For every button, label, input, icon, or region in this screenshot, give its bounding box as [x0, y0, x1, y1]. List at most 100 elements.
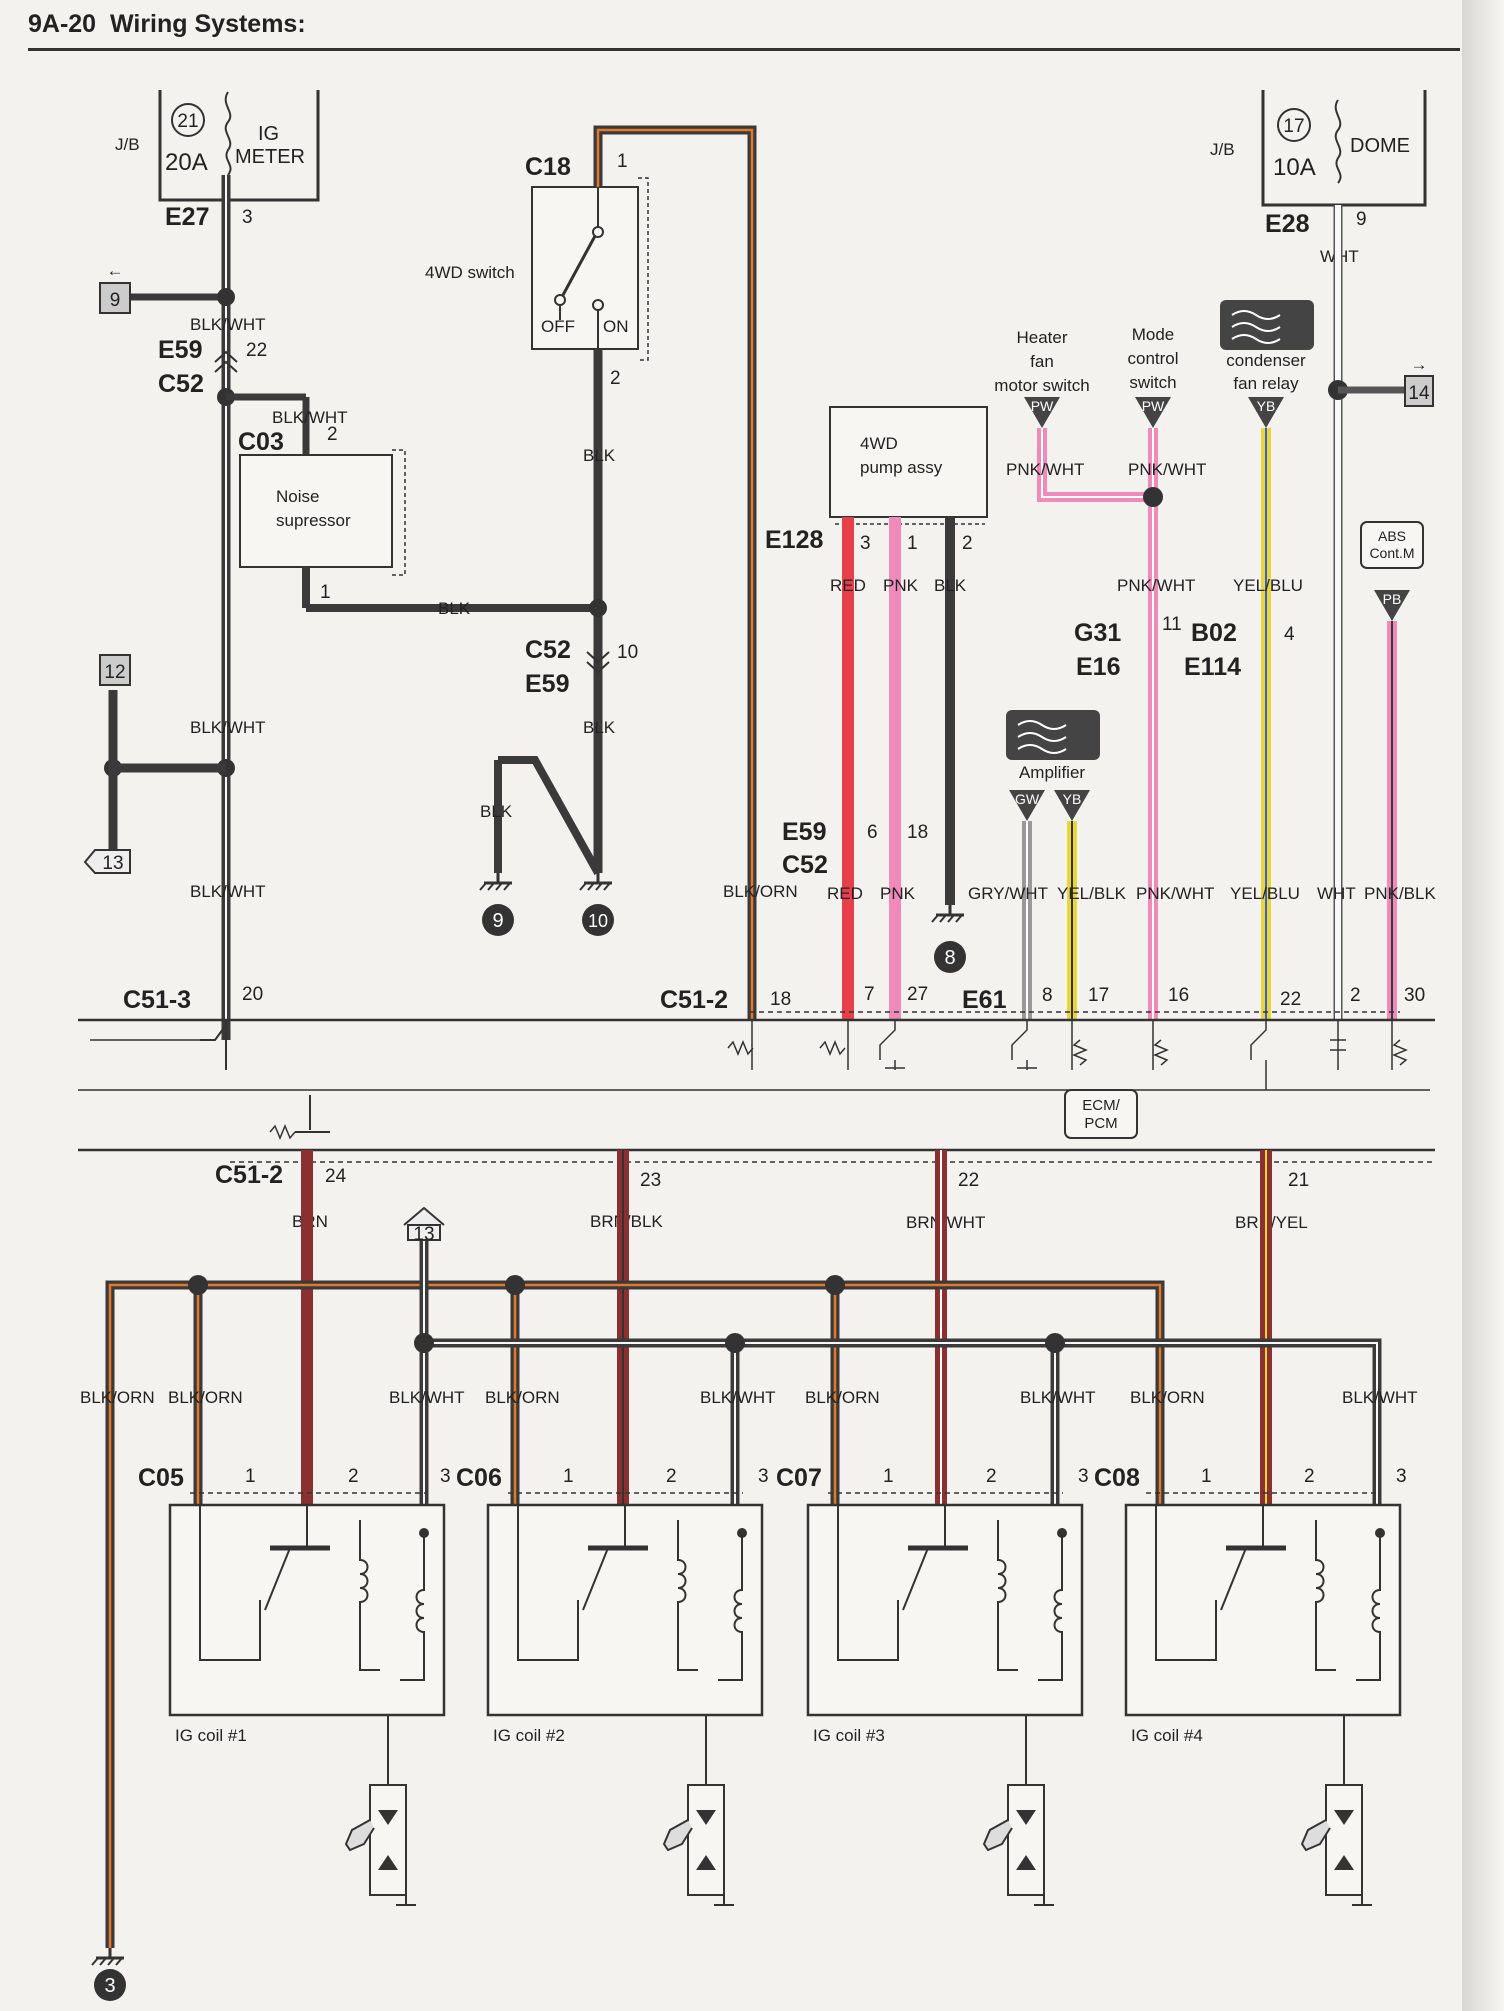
coil-pin-3: 3 — [1078, 1466, 1089, 1487]
pin-c51-2-24: 24 — [325, 1166, 347, 1187]
coil-node — [1375, 1528, 1385, 1538]
connector-c18: C18 — [525, 153, 571, 181]
ref-box-14[interactable] — [1404, 375, 1434, 407]
connector-mark — [214, 350, 238, 373]
wire-label-blk-wht-3: BLK/WHT — [190, 882, 266, 901]
wire-label-blk-orn-bus: BLK/ORN — [80, 1388, 155, 1407]
ground-icon-10 — [578, 871, 614, 892]
ref-13-bottom-label: 13 — [413, 1224, 434, 1245]
coil-node — [419, 1528, 429, 1538]
ref-12-label: 12 — [104, 662, 125, 683]
spark-plug-icon — [982, 1819, 1013, 1852]
wire-label-blk-pump: BLK — [934, 576, 967, 595]
switch-on-label: ON — [603, 317, 629, 336]
coil-pin-1: 1 — [883, 1466, 894, 1487]
jb-label-right: J/B — [1210, 140, 1235, 159]
ref-box-12[interactable] — [99, 654, 131, 686]
pin-e59-6: 6 — [867, 822, 878, 843]
ig-coil-name: IG coil #2 — [493, 1726, 565, 1745]
four-wd-switch: OFF ON — [531, 177, 649, 361]
ig-coil-name: IG coil #1 — [175, 1726, 247, 1745]
pin-e61-22: 22 — [1280, 989, 1301, 1010]
spark-gap-icon — [378, 1810, 398, 1870]
ref-13-arrow-icon[interactable] — [83, 849, 131, 874]
connector-e16: E16 — [1076, 653, 1120, 681]
yb-label-2: YB — [1063, 791, 1082, 807]
pin-c03-1: 1 — [320, 582, 331, 603]
wire-label-wht-2: WHT — [1317, 884, 1356, 903]
ref-13-label: 13 — [102, 853, 123, 874]
ig-coil-name: IG coil #3 — [813, 1726, 885, 1745]
ground-ref-10[interactable] — [582, 904, 614, 936]
abs-label-1: ABS — [1378, 528, 1406, 544]
pin-e128-1: 1 — [907, 533, 918, 554]
page-title: 9A-20 Wiring Systems: — [28, 10, 306, 39]
ground-ref-10-label: 10 — [588, 911, 608, 931]
wire-label-blk-wht: BLK/WHT — [389, 1388, 465, 1407]
spark-plug-icon — [344, 1819, 375, 1852]
pin-e61-17: 17 — [1088, 985, 1109, 1006]
fuse-icon — [224, 91, 232, 176]
heater-label-1: Heater — [1016, 328, 1067, 347]
coil-pin-2: 2 — [348, 1466, 359, 1487]
pin-c51-2-21: 21 — [1288, 1170, 1309, 1191]
coil-pin-3: 3 — [758, 1466, 769, 1487]
mode-label-2: control — [1127, 349, 1178, 368]
coil-ground-icon — [714, 1895, 734, 1906]
abs-label-2: Cont.M — [1369, 545, 1414, 561]
four-wd-switch-label: 4WD switch — [425, 263, 515, 282]
wire-label-pnk-wht-b: PNK/WHT — [1128, 460, 1206, 479]
wire-label-blk-wht: BLK/WHT — [700, 1388, 776, 1407]
coil-secondary-winding — [1356, 1530, 1381, 1681]
pin-g31-11: 11 — [1162, 614, 1182, 635]
ref-13-arrow-bottom-icon[interactable] — [403, 1206, 445, 1241]
pin-e61-8: 8 — [1042, 985, 1053, 1006]
ground-ref-9[interactable] — [482, 904, 514, 936]
pin-e61-2: 2 — [1350, 985, 1361, 1006]
ground-ref-9-label: 9 — [492, 910, 503, 932]
wire-label-gry-wht: GRY/WHT — [968, 884, 1048, 903]
wire-label-pnk-wht-d: PNK/WHT — [1136, 884, 1214, 903]
ref-box-9[interactable] — [99, 282, 131, 314]
coil-transistor — [902, 1505, 946, 1611]
coil-pin-1: 1 — [1201, 1466, 1212, 1487]
pin-c52-10: 10 — [617, 642, 638, 663]
spark-plug-icon — [662, 1819, 693, 1852]
spark-plug-box — [1325, 1784, 1363, 1896]
fuse-name-meter: METER — [235, 146, 305, 168]
coil-circuit — [199, 1505, 261, 1661]
ground-ref-3-label: 3 — [104, 1975, 115, 1997]
connector-e59-pump: E59 — [782, 818, 826, 846]
junction-box-right: 17 10A DOME — [1261, 90, 1427, 207]
amplifier-label: Amplifier — [1019, 763, 1085, 782]
wire-label-blk-orn: BLK/ORN — [805, 1388, 880, 1407]
ground-ref-8[interactable] — [934, 941, 966, 973]
wire-label-yel-blu-1: YEL/BLU — [1233, 576, 1303, 595]
pin-c51-2-27: 27 — [907, 984, 928, 1005]
connector-c08: C08 — [1094, 1464, 1140, 1492]
wire-label-blk-wht: BLK/WHT — [1020, 1388, 1096, 1407]
mode-label-1: Mode — [1132, 325, 1175, 344]
coil-primary-winding — [997, 1520, 1018, 1671]
coil-pin-2: 2 — [986, 1466, 997, 1487]
coil-secondary-winding — [400, 1530, 425, 1681]
pb-label: PB — [1383, 591, 1402, 607]
connector-c05: C05 — [138, 1464, 184, 1492]
wire-blk-orn-c18 — [593, 125, 757, 1020]
connector-b02: B02 — [1191, 619, 1237, 647]
wire-label-blk-1: BLK — [583, 446, 616, 465]
ground-ref-3[interactable] — [94, 1969, 126, 2001]
wire-label-blk-2: BLK — [583, 718, 616, 737]
connector-c52-4wd: C52 — [525, 636, 571, 664]
wire-label-blk-orn: BLK/ORN — [485, 1388, 560, 1407]
ecm-label-2: PCM — [1084, 1115, 1117, 1132]
ground-icon-8 — [930, 903, 966, 924]
pin-c03-2: 2 — [327, 424, 338, 445]
wire-label-blk-wht: BLK/WHT — [1342, 1388, 1418, 1407]
pin-c51-2-18: 18 — [770, 989, 791, 1010]
four-wd-pump-assy: 4WD pump assy — [829, 406, 988, 525]
wire-label-blk-3: BLK — [480, 802, 513, 821]
